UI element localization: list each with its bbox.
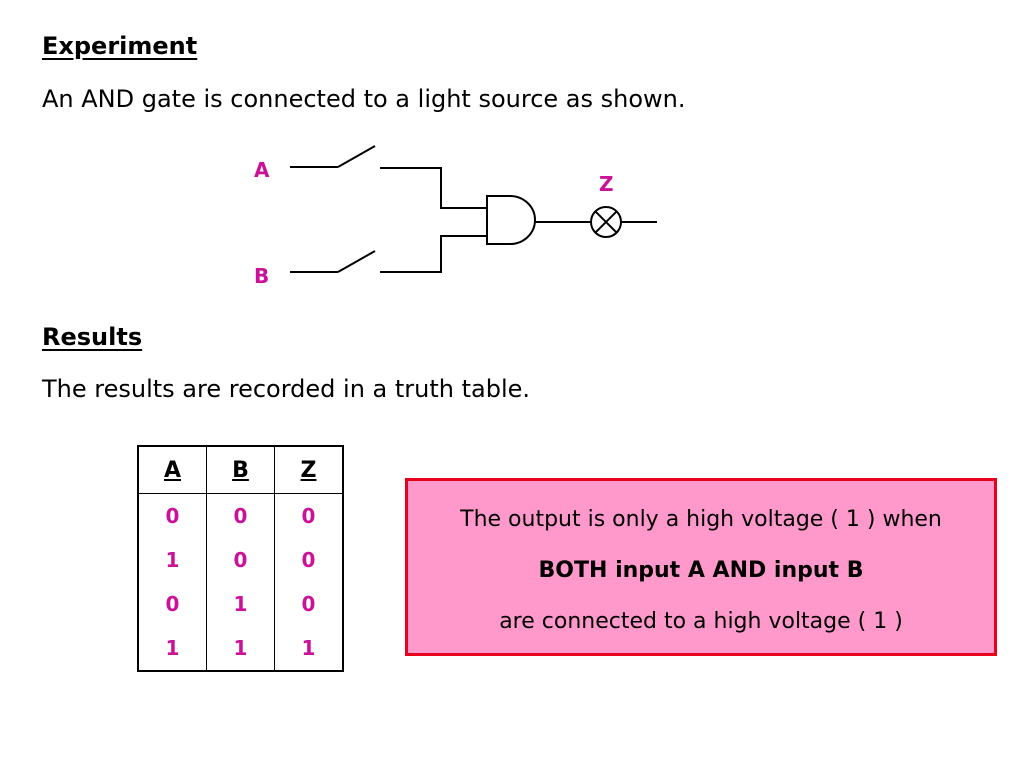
switch-a-blade: [337, 145, 376, 168]
wire-b: [380, 235, 487, 273]
cell-b: 1: [206, 582, 275, 626]
table-row: 0 0 0: [137, 493, 344, 538]
experiment-heading: Experiment: [42, 32, 198, 60]
cell-z: 0: [274, 538, 344, 582]
experiment-description: An AND gate is connected to a light sour…: [42, 85, 686, 113]
truth-table: A B Z 0 0 0 1 0 0 0 1 0 1 1 1: [137, 445, 344, 672]
explanation-line-1: The output is only a high voltage ( 1 ) …: [460, 507, 942, 532]
results-description: The results are recorded in a truth tabl…: [42, 375, 531, 403]
wire-a: [380, 167, 487, 209]
explanation-line-3: are connected to a high voltage ( 1 ): [499, 609, 903, 634]
explanation-box: The output is only a high voltage ( 1 ) …: [405, 478, 997, 656]
cell-a: 0: [137, 582, 207, 626]
results-heading: Results: [42, 323, 143, 351]
cell-z: 0: [274, 582, 344, 626]
cell-z: 0: [274, 493, 344, 538]
output-z-label: Z: [599, 172, 614, 196]
column-header-b: B: [206, 446, 275, 494]
and-gate-symbol: [486, 195, 536, 245]
cell-z: 1: [274, 626, 344, 671]
table-row: 0 1 0: [137, 582, 344, 626]
and-gate-circuit-diagram: [290, 145, 657, 273]
column-header-a: A: [137, 446, 207, 494]
column-header-z: Z: [274, 446, 344, 494]
cell-a: 1: [137, 626, 207, 671]
input-b-label: B: [254, 264, 270, 288]
cell-a: 0: [137, 493, 207, 538]
explanation-line-2: BOTH input A AND input B: [538, 558, 864, 583]
input-a-label: A: [254, 158, 270, 182]
cell-b: 1: [206, 626, 275, 671]
cell-b: 0: [206, 538, 275, 582]
cell-a: 1: [137, 538, 207, 582]
table-row: 1 0 0: [137, 538, 344, 582]
table-row: 1 1 1: [137, 626, 344, 671]
truth-table-header-row: A B Z: [137, 446, 344, 494]
switch-b-blade: [337, 250, 376, 273]
cell-b: 0: [206, 493, 275, 538]
